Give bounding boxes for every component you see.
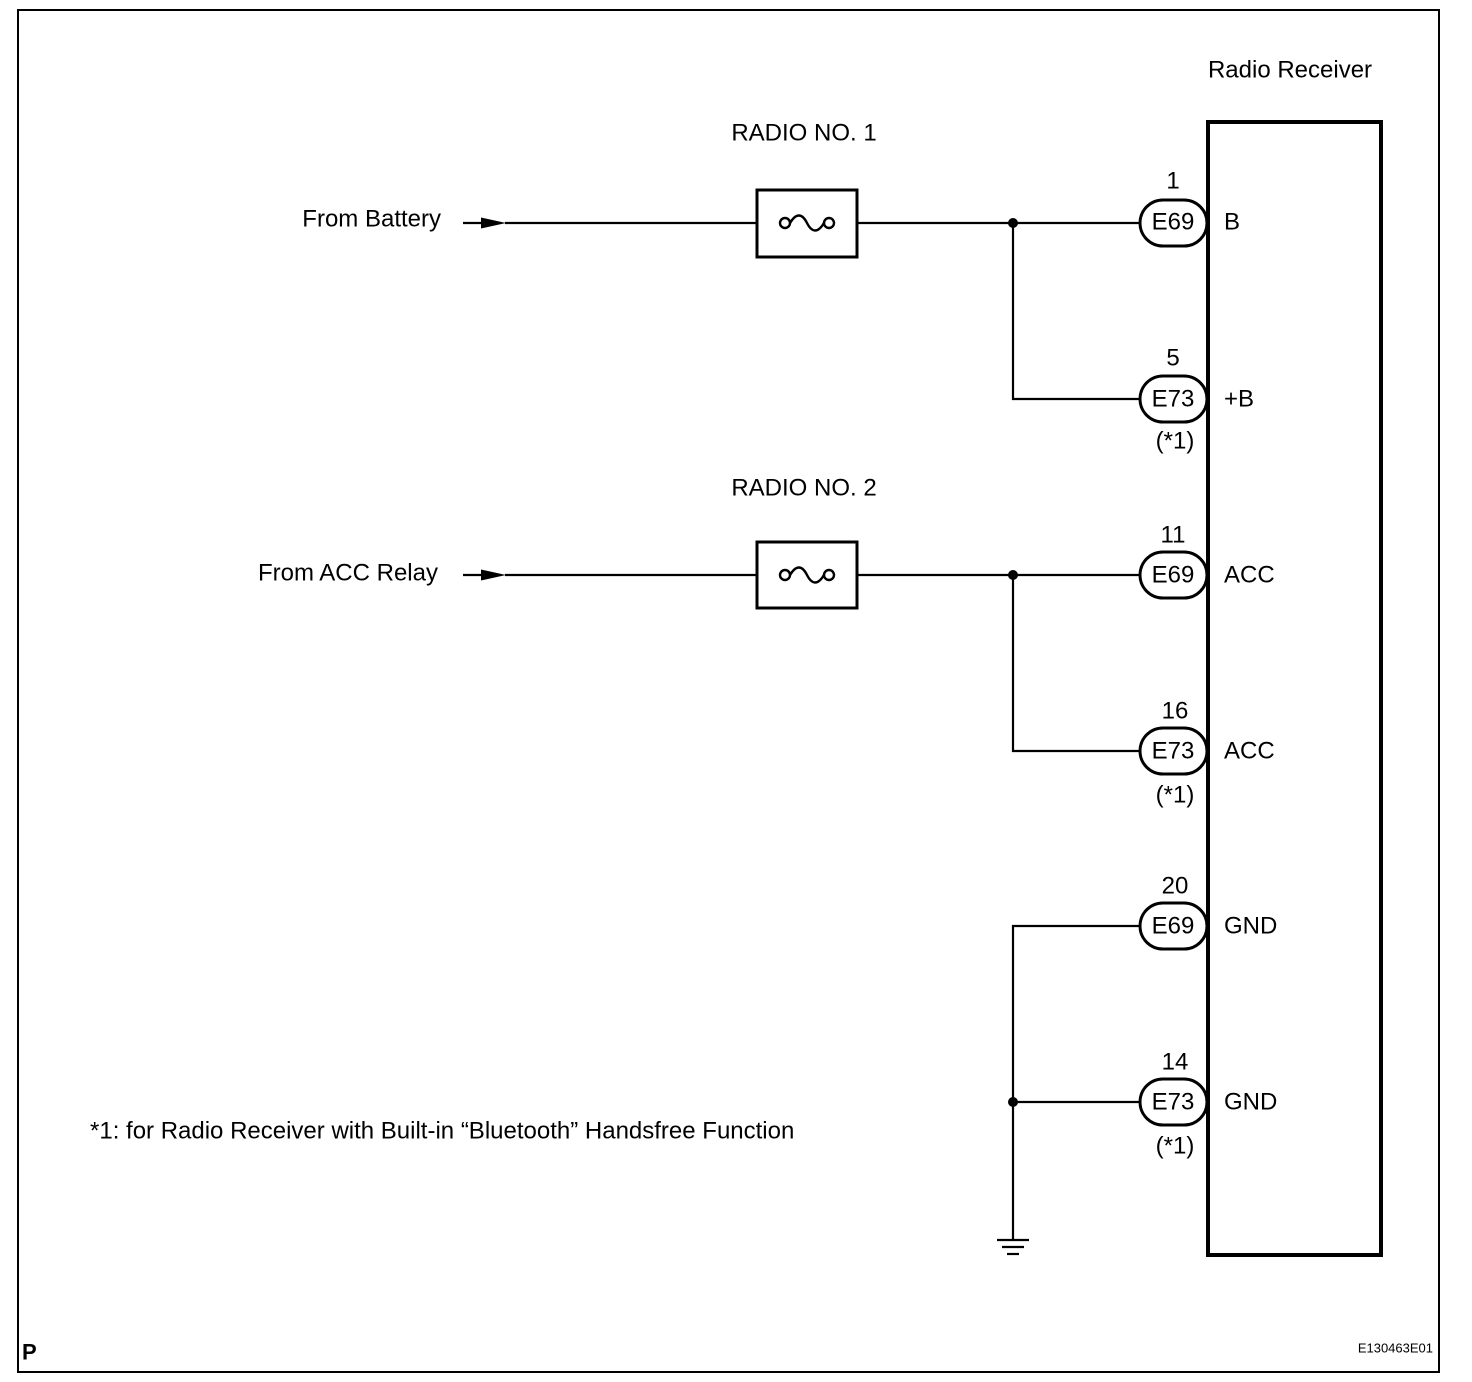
circuit-ground [997,924,1142,1256]
circuit-battery: RADIO NO. 1 From Battery [302,120,1142,401]
fuse-terminal-right [822,216,836,230]
wire-branch-to-e73-5 [1011,223,1142,401]
fuse-terminal-right [822,568,836,582]
junction-dot [1008,1097,1018,1107]
connector-id: E73 [1152,386,1195,413]
fuse-label-radio-no2: RADIO NO. 2 [731,475,876,502]
footnote-ref: (*1) [1156,428,1195,455]
terminal-name: GND [1224,913,1277,940]
pin-number: 20 [1162,873,1189,900]
component-title: Radio Receiver [1208,57,1372,84]
junction-dot [1008,570,1018,580]
junction-dot [1008,218,1018,228]
circuit-acc: RADIO NO. 2 From ACC Relay [258,475,1142,753]
fuse-radio-no1 [755,188,859,259]
terminal-name: B [1224,209,1240,236]
footnote: *1: for Radio Receiver with Built-in “Bl… [90,1118,794,1145]
ground-icon [997,1238,1029,1256]
terminal-name: ACC [1224,562,1275,589]
connector-id: E73 [1152,738,1195,765]
connector-id: E73 [1152,1089,1195,1116]
fuse-label-radio-no1: RADIO NO. 1 [731,120,876,147]
corner-mark: P [22,1340,37,1365]
connector-pin-1: 1 E69 B [1138,168,1240,248]
wire-e69-20-to-ground [1011,924,1142,1240]
connector-pin-14: 14 E73 GND (*1) [1138,1049,1277,1160]
fuse-radio-no2 [755,540,859,610]
footnote-ref: (*1) [1156,782,1195,809]
source-arrow-icon [481,569,506,581]
connector-id: E69 [1152,562,1195,589]
source-arrow-icon [481,217,506,229]
pin-number: 5 [1166,345,1179,372]
pin-number: 11 [1161,522,1186,549]
source-label-battery: From Battery [302,206,441,233]
diagram-frame [17,9,1440,1373]
terminal-name: +B [1224,386,1254,413]
pin-number: 1 [1166,168,1179,195]
radio-receiver-box [1206,120,1383,1257]
fuse-element-icon [788,566,826,584]
connector-id: E69 [1152,209,1195,236]
fuse-terminal-left [778,216,792,230]
connector-pin-16: 16 E73 ACC (*1) [1138,698,1275,809]
terminal-name: GND [1224,1089,1277,1116]
connector-id: E69 [1152,913,1195,940]
pin-number: 14 [1162,1049,1189,1076]
figure-id: E130463E01 [1358,1341,1433,1356]
connector-pin-11: 11 E69 ACC [1138,522,1275,600]
source-label-acc-relay: From ACC Relay [258,560,438,587]
pin-number: 16 [1162,698,1189,725]
fuse-element-icon [788,214,826,232]
connector-pin-5: 5 E73 +B (*1) [1138,345,1254,455]
footnote-ref: (*1) [1156,1133,1195,1160]
fuse-terminal-left [778,568,792,582]
terminal-name: ACC [1224,738,1275,765]
wire-branch-to-e73-16 [1011,575,1142,753]
